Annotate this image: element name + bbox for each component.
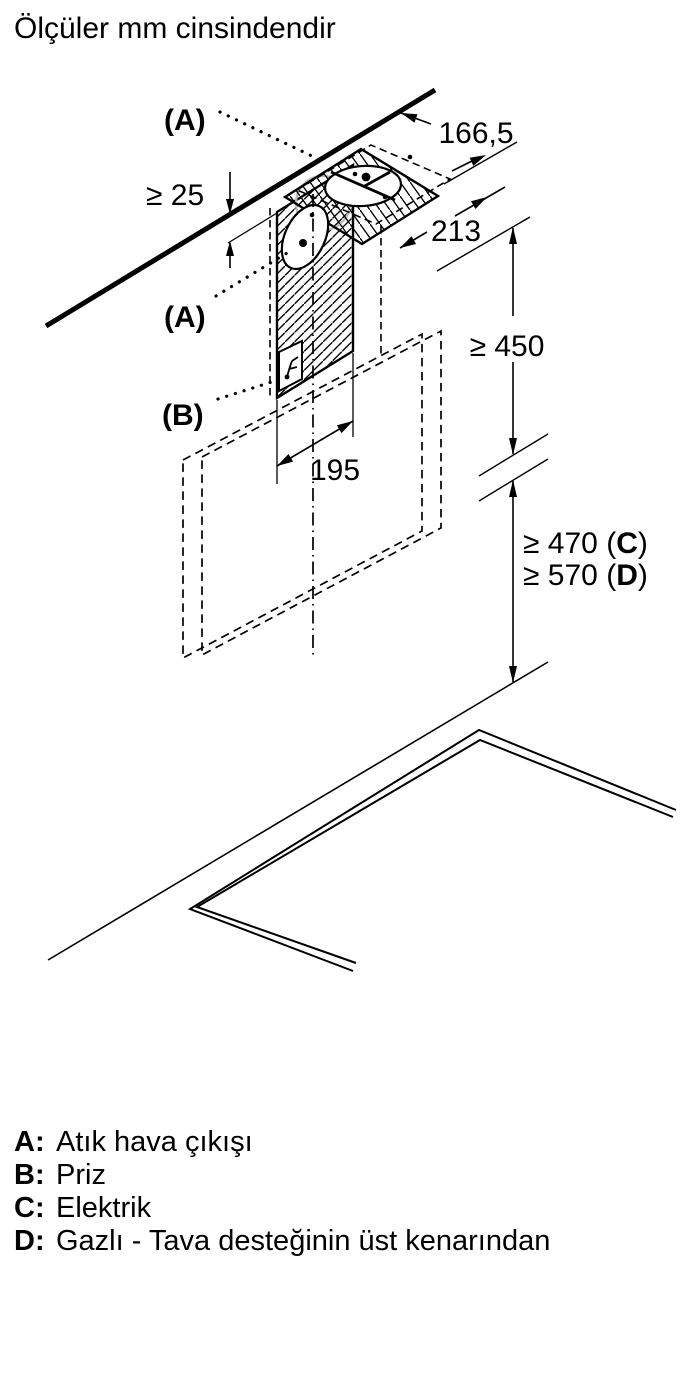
dim-label-25: ≥ 25 [146,179,204,212]
legend-item-d: D: Gazlı - Tava desteğinin üst kenarında… [14,1225,550,1258]
callout-vent-wall: (A) [164,301,206,334]
legend-label-c: Elektrik [56,1192,152,1224]
chimney-ceiling-outline-dashed [269,144,452,400]
dimension-cooktop-distance [509,480,517,683]
legend-key-b: B: [14,1159,45,1191]
dimension-top-clearance [226,172,278,268]
cooktop-outline [187,728,677,972]
dimension-chimney-depth [399,186,531,272]
dimension-wall-height [478,227,549,502]
dim-label-450: ≥ 450 [470,330,545,363]
cooktop-level-line [47,661,549,961]
legend: A: Atık hava çıkışı B: Priz C: Elektrik … [14,1126,550,1258]
dim-label-166-5: 166,5 [438,117,513,150]
dimension-ceiling-depth [400,112,518,185]
legend-label-a: Atık hava çıkışı [56,1126,253,1158]
dim-label-470-electric: ≥ 470 (C) [523,527,648,560]
callout-vent-top: (A) [164,104,206,137]
legend-key-d: D: [14,1225,45,1257]
ceiling-vent-hole [323,164,403,208]
ceiling-wall-edge-line [44,87,437,329]
dim-label-195: 195 [310,454,360,487]
legend-item-b: B: Priz [14,1159,550,1192]
legend-item-a: A: Atık hava çıkışı [14,1126,550,1159]
drill-mark-dots [309,154,413,218]
legend-label-d: Gazlı - Tava desteğinin üst kenarından [56,1225,551,1257]
callout-socket: (B) [162,399,204,432]
socket-symbol [278,339,303,393]
hood-outline-dashed [182,329,442,660]
dim-label-570-gas: ≥ 570 (D) [523,559,648,592]
dimension-cutout-width [276,353,354,484]
wall-vent-hole [280,203,330,271]
installation-drawing: 166,5 ≥ 25 213 ≥ 450 [44,87,677,972]
dim-label-213: 213 [431,215,481,248]
legend-key-c: C: [14,1192,45,1224]
legend-key-a: A: [14,1126,45,1158]
legend-label-b: Priz [56,1159,106,1191]
page-title: Ölçüler mm cinsindendir [14,12,336,45]
callout-leader-lines [214,110,318,401]
legend-item-c: C: Elektrik [14,1192,550,1225]
